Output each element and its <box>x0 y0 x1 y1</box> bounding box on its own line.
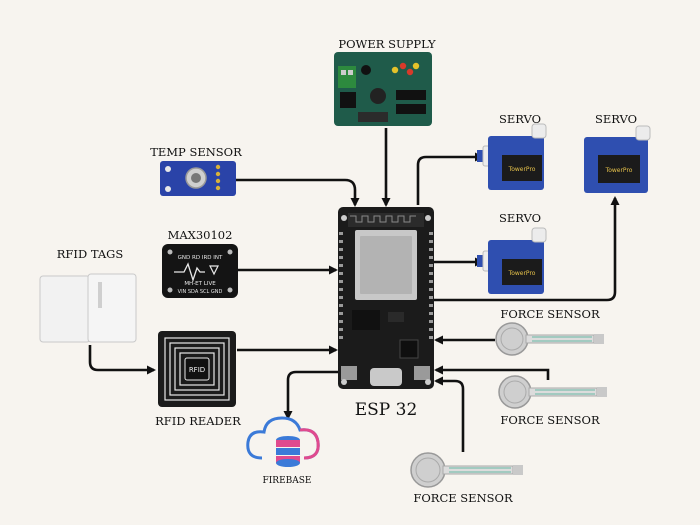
force-sensor-1-label: FORCE SENSOR <box>500 307 600 321</box>
servo-3-label: SERVO <box>595 112 637 126</box>
servo-2-label: SERVO <box>499 211 541 225</box>
servo-3: TowerPro <box>584 125 651 193</box>
esp32-board <box>338 207 434 389</box>
arrow-temp-to-esp <box>236 178 360 207</box>
rfid-tags-image <box>39 273 137 343</box>
arrow-force2-to-esp <box>434 365 550 380</box>
servo-2-brand: TowerPro <box>508 270 536 277</box>
temp-sensor-module <box>160 161 236 196</box>
esp32-label: ESP 32 <box>355 400 418 420</box>
arrow-esp-to-servo3 <box>433 196 620 302</box>
rfid-reader-label: RFID READER <box>155 414 241 428</box>
max30102-model: MH-ET LIVE <box>184 281 216 287</box>
max30102-pins-bottom: VIN SDA SCL GND <box>178 289 223 295</box>
max30102-module: GND RD IRD INT MH-ET LIVE VIN SDA SCL GN… <box>162 244 238 298</box>
max30102-pins-top: GND RD IRD INT <box>178 255 223 261</box>
arrow-tags-to-reader <box>88 345 156 375</box>
force-sensor-2-label: FORCE SENSOR <box>500 413 600 427</box>
power-supply-module <box>334 52 432 126</box>
force-sensor-3-label: FORCE SENSOR <box>413 491 513 505</box>
servo-1-label: SERVO <box>499 112 541 126</box>
servo-1-brand: TowerPro <box>508 166 536 173</box>
arrow-esp-to-servo1 <box>416 152 484 205</box>
rfid-tags-label: RFID TAGS <box>57 247 124 261</box>
arrow-esp-to-firebase <box>283 370 340 420</box>
force-sensor-2 <box>498 375 607 409</box>
firebase-cloud-icon <box>246 416 320 467</box>
arrow-force3-to-esp <box>434 376 465 452</box>
force-sensor-3 <box>410 452 523 488</box>
power-supply-label: POWER SUPPLY <box>338 37 436 51</box>
firebase-label: FIREBASE <box>263 476 312 486</box>
force-sensor-1 <box>495 322 604 356</box>
servo-2: TowerPro <box>477 227 547 294</box>
servo-1: TowerPro <box>477 123 547 190</box>
max30102-label: MAX30102 <box>168 228 233 242</box>
connections <box>88 128 620 452</box>
rfid-chip-text: RFID <box>189 366 205 374</box>
rfid-reader-module: RFID <box>158 331 236 407</box>
temp-sensor-label: TEMP SENSOR <box>150 145 242 159</box>
servo-3-brand: TowerPro <box>605 167 633 174</box>
